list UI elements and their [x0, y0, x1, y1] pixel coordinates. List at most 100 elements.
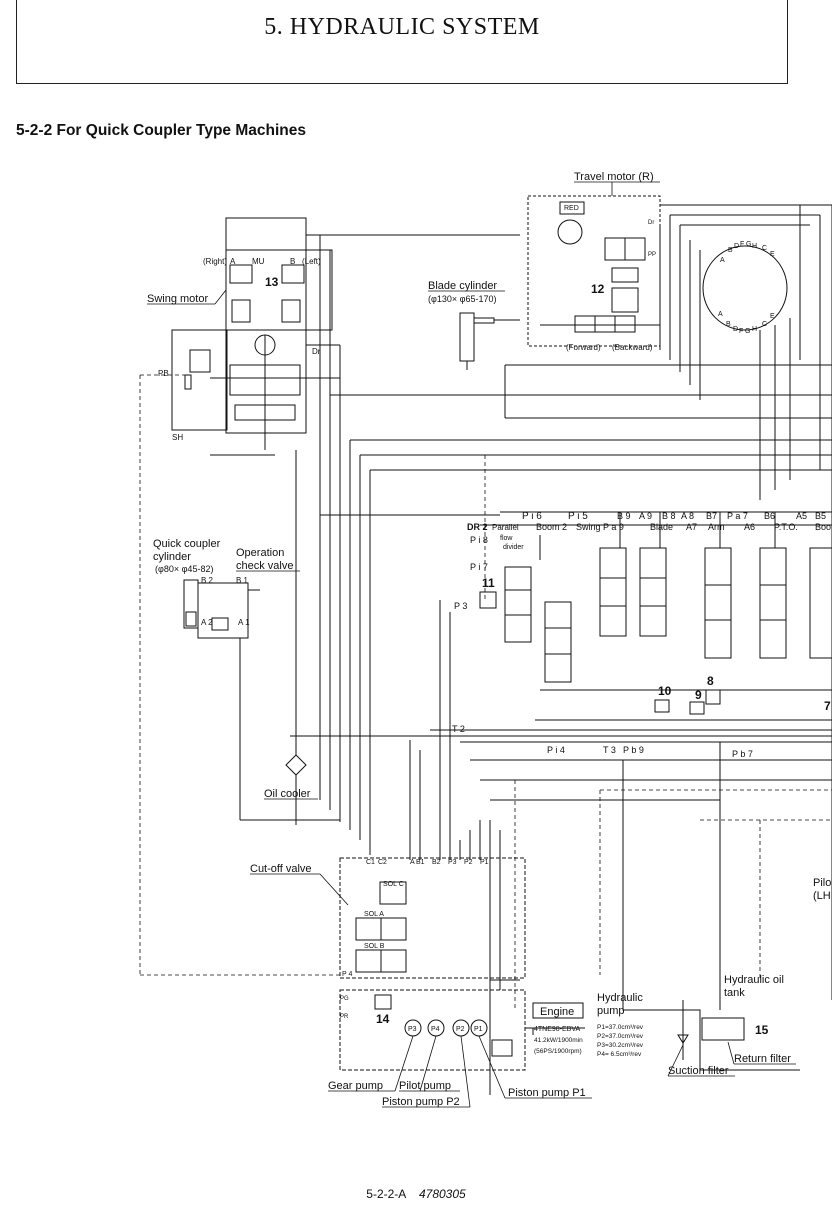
port-p4-cutoff: P 4 [342, 971, 352, 978]
pump-label-p1: P1 [474, 1026, 483, 1033]
ring-letter: E [770, 251, 775, 258]
port-b6: B6 [764, 511, 775, 521]
ring-letter: B [726, 321, 731, 328]
port-c1: C1 [366, 859, 375, 866]
valve-11 [479, 591, 497, 609]
label-oil-tank-1: Hydraulic oil [724, 974, 784, 986]
cutoff-valve-block [339, 857, 526, 979]
hydraulic-tank-outline [622, 965, 800, 1071]
label-pto: P.T.O. [774, 522, 798, 532]
port-p3: P 3 [454, 601, 467, 611]
port-pg: PG [340, 996, 349, 1002]
port-dr-swing: Dr [312, 347, 321, 356]
blade-cylinder-body [459, 312, 475, 362]
ring-letter: G [746, 241, 751, 248]
operation-check-valve [197, 582, 249, 639]
port-p2-cutoff: P2 [464, 859, 473, 866]
label-hydraulic-pump-1: Hydraulic [597, 992, 643, 1004]
port-p1-cutoff: P1 [480, 859, 489, 866]
center-joint-letters: A B D F G H C E A B D F G H C E [718, 241, 775, 335]
pump-spec-p3: P3=30.2cm³/rev [597, 1042, 644, 1049]
document-number: 4780305 [418, 1187, 466, 1201]
label-piston-pump-p1: Piston pump P1 [508, 1087, 586, 1099]
ring-letter: D [733, 326, 738, 333]
engine-power: 41.2kW/1900min [534, 1037, 583, 1044]
callout-12: 12 [591, 282, 605, 296]
ring-letter: B [728, 247, 733, 254]
label-forward: (Forward) [566, 343, 601, 352]
swing-sensor [184, 374, 192, 390]
page-title: 5. HYDRAULIC SYSTEM [264, 14, 540, 40]
pump-label-p2: P2 [456, 1026, 465, 1033]
pump-label-p4: P4 [431, 1026, 440, 1033]
label-hydraulic-pump-2: pump [597, 1005, 625, 1017]
port-a1: A 1 [238, 618, 250, 627]
pump-spec-p4: P4= 6.5cm³/rev [597, 1051, 642, 1058]
label-pilot-pump: Pilot pump [399, 1080, 451, 1092]
label-right: (Right) [203, 257, 227, 266]
engine-box [532, 1002, 584, 1019]
port-pb7: P b 7 [732, 749, 753, 759]
ring-letter: G [745, 328, 750, 335]
ring-letter: A [718, 311, 723, 318]
port-mu: MU [252, 257, 265, 266]
callout-8: 8 [707, 674, 714, 688]
label-blade: Blade [650, 522, 673, 532]
label-flow: flow [500, 535, 513, 542]
port-sh: SH [172, 433, 183, 442]
port-t2: T 2 [452, 724, 465, 734]
label-sol-a: SOL A [364, 911, 384, 918]
label-blade-cylinder: Blade cylinder [428, 280, 497, 292]
valve-8 [705, 689, 721, 705]
ring-letter: D [734, 243, 739, 250]
label-quick-coupler-1: Quick coupler [153, 538, 221, 550]
label-swing: Swing [576, 522, 601, 532]
label-operation-check-2: check valve [236, 560, 293, 572]
port-pb9: P b 9 [623, 745, 644, 755]
pump-spec-p1: P1=37.0cm³/rev [597, 1024, 644, 1031]
label-left: (Left) [302, 257, 321, 266]
port-b1-cutoff: B1 [416, 859, 425, 866]
port-b9: B 9 [617, 511, 631, 521]
control-valve-bank [504, 547, 832, 683]
section-title: 5-2-2 For Quick Coupler Type Machines [16, 122, 306, 139]
callout-15: 15 [755, 1023, 769, 1037]
label-divider: divider [503, 544, 524, 551]
page-number: 5-2-2-A [366, 1187, 406, 1201]
engine-model: 4TNE98-EBVA [534, 1026, 580, 1033]
callout-13: 13 [265, 275, 279, 289]
label-gear-pump: Gear pump [328, 1080, 383, 1092]
port-a6: A6 [744, 522, 755, 532]
label-travel-motor: Travel motor (R) [574, 171, 654, 183]
label-sol-c: SOL C [383, 881, 404, 888]
port-a: A [230, 257, 236, 266]
valve-10 [654, 699, 670, 713]
label-oil-cooler: Oil cooler [264, 788, 311, 800]
port-a8: A 8 [681, 511, 694, 521]
label-cutoff-valve: Cut-off valve [250, 863, 312, 875]
engine-ps: (56PS/1900rpm) [534, 1048, 582, 1055]
ring-letter: C [762, 321, 767, 328]
label-operation-check-1: Operation [236, 547, 284, 559]
port-p3-cutoff: P3 [448, 859, 457, 866]
port-b2: B 2 [201, 576, 214, 585]
label-boom2: Boom 2 [536, 522, 567, 532]
center-joint [702, 245, 788, 331]
port-pb: PB [158, 369, 169, 378]
port-a-cutoff: A [410, 859, 415, 866]
return-filter-symbol [701, 1017, 745, 1041]
label-sol-b: SOL B [364, 943, 385, 950]
port-pi6: P i 6 [522, 511, 542, 522]
port-pa7: P a 7 [727, 511, 748, 521]
oil-cooler-symbol [285, 754, 307, 776]
pump-unit-block [339, 989, 526, 1071]
port-dr2: DR 2 [467, 522, 488, 532]
label-pilot-lh-1: Pilo [813, 877, 831, 889]
ring-letter: F [739, 328, 743, 335]
callout-7: 7 [824, 699, 831, 713]
callout-10: 10 [658, 684, 672, 698]
label-boom: Boom [815, 522, 832, 532]
port-a9: A 9 [639, 511, 652, 521]
port-pi5: P i 5 [568, 511, 588, 522]
